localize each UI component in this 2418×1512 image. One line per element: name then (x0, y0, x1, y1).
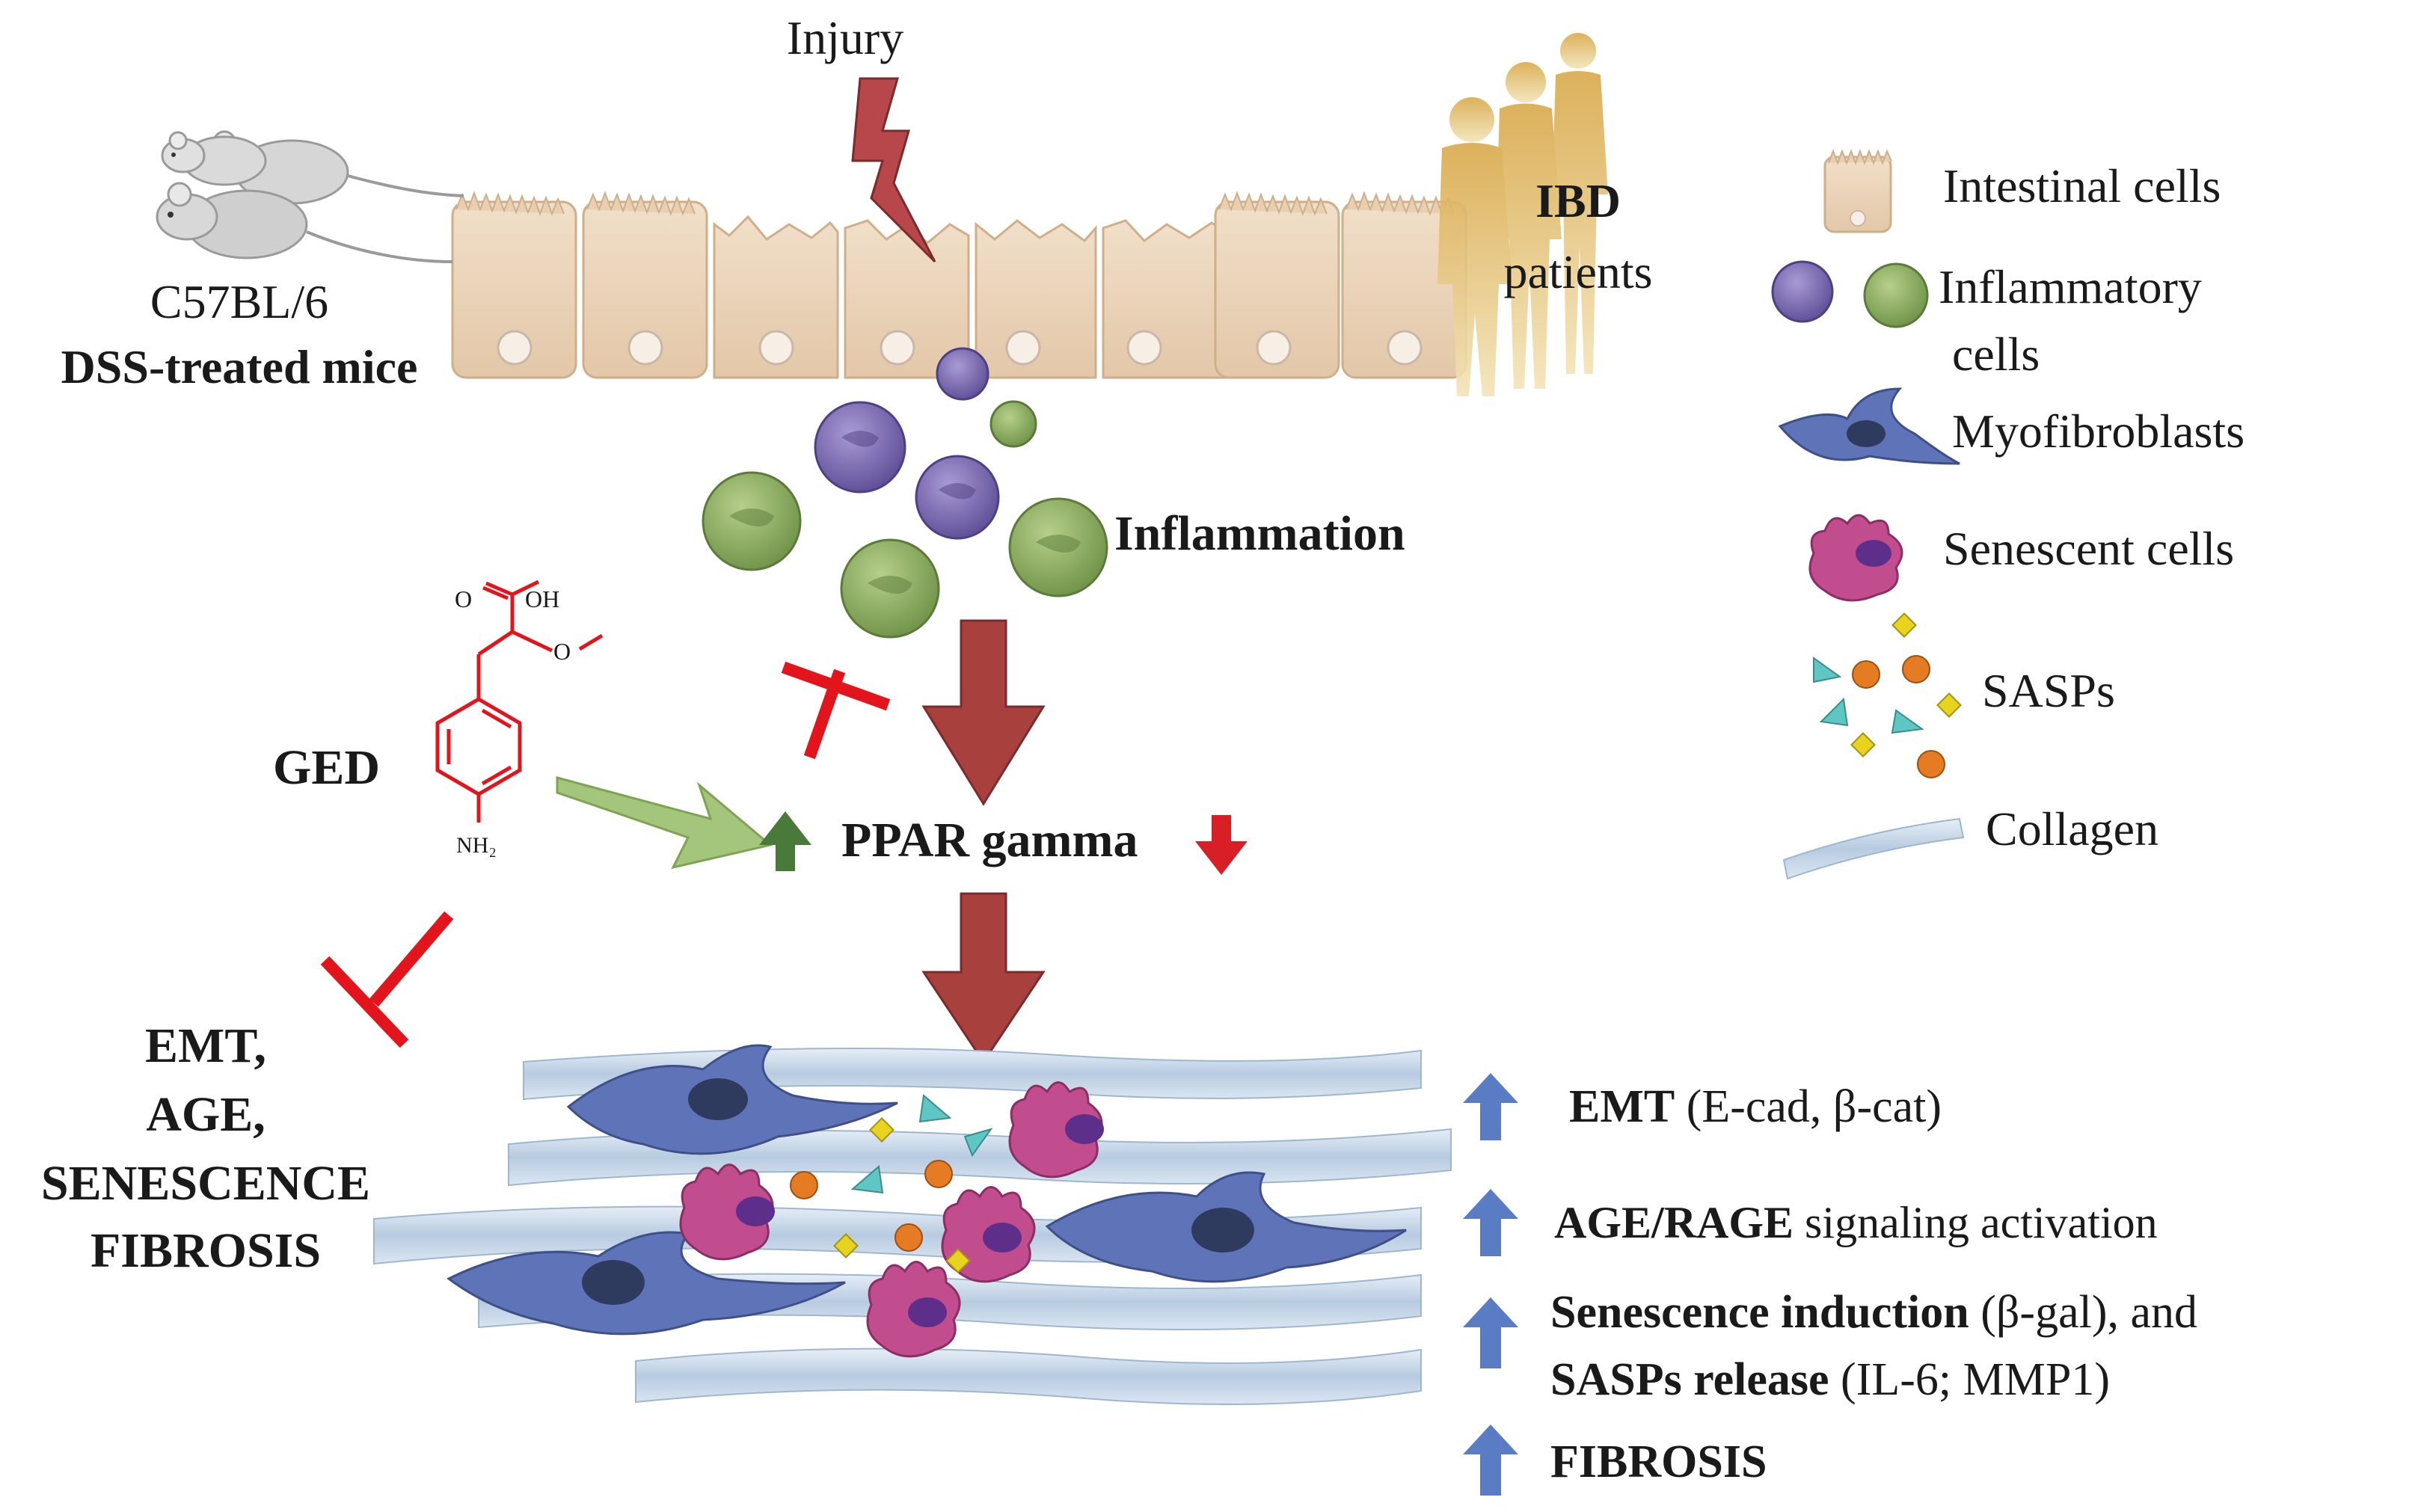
legend-collagen-label: Collagen (1986, 802, 2158, 855)
effect-sasps-text: SASPs release (IL-6; MMP1) (1550, 1354, 2110, 1405)
ged-activation-arrow (556, 776, 773, 870)
inflammation-to-ppar-arrow (921, 619, 1046, 806)
inflammatory-cell-purple (915, 455, 1000, 540)
ged-label: GED (273, 740, 380, 795)
effect-senescence-text: Senescence induction (β-gal), and (1550, 1287, 2197, 1338)
intestinal-cell (1341, 191, 1467, 379)
injury-lightning-icon (851, 77, 936, 263)
chem-amine: NH₂ (456, 833, 497, 858)
injury-label: Injury (787, 11, 903, 64)
person-silhouette (1496, 62, 1562, 389)
sasp-triangle (918, 1094, 952, 1123)
legend-inflammatory-cells-label: cells (1952, 328, 2040, 381)
mice-strain-label: C57BL/6 (150, 275, 328, 328)
effect-age-text: AGE/RAGE signaling activation (1554, 1198, 2158, 1247)
mice-icon (156, 130, 464, 263)
legend-inflammatory-label: Inflammatory (1939, 260, 2202, 313)
patients-label: patients (1503, 245, 1652, 298)
inflammatory-cell-green (989, 400, 1037, 448)
legend-myofibroblasts-label: Myofibroblasts (1952, 405, 2244, 458)
legend-intestinal-cell-icon (1823, 149, 1892, 233)
mouse-icon (161, 131, 267, 186)
effect-up-arrow (1463, 1425, 1518, 1496)
intestinal-cell (582, 191, 708, 379)
sasp-triangle (850, 1165, 884, 1194)
ppar-gamma-label: PPAR gamma (841, 813, 1138, 867)
intestinal-cell-damaged (713, 215, 839, 379)
intestinal-epithelium (451, 191, 1467, 379)
effect-up-arrow (1463, 1189, 1518, 1256)
outcome-emt-label: EMT, (145, 1018, 266, 1073)
senescent-cell (1008, 1081, 1104, 1178)
inflammatory-cells-cluster (702, 347, 1108, 639)
mouse-icon (156, 182, 453, 263)
inflammation-label: Inflammation (1114, 506, 1405, 561)
intestinal-cell-damaged (1102, 219, 1228, 379)
ibd-label: IBD (1535, 174, 1621, 227)
effect-up-arrow (1463, 1297, 1518, 1368)
person-silhouette (1437, 97, 1512, 396)
outcome-age-label: AGE, (146, 1087, 266, 1142)
inflammatory-cell-purple (814, 401, 906, 494)
ppar-to-fibrosis-arrow (921, 892, 1046, 1064)
effect-fibrosis-text: FIBROSIS (1550, 1436, 1767, 1487)
intestinal-cell (1214, 191, 1340, 379)
ibd-patients-icon (1437, 33, 1608, 396)
myofibroblast-cell (1045, 1171, 1407, 1283)
legend (1771, 149, 1965, 880)
effect-up-arrows (1463, 1073, 1518, 1496)
legend-myofibroblast-icon (1778, 387, 1960, 465)
sasp-diamond (833, 1233, 859, 1259)
sasp-particles (790, 1094, 993, 1273)
myofibroblast-cell (566, 1044, 898, 1155)
inflammatory-cell-green (702, 471, 802, 571)
legend-inflammatory-cells-icon (1771, 260, 1929, 328)
effect-emt-text: EMT (E-cad, β-cat) (1569, 1081, 1942, 1132)
inflammatory-cell-green (1008, 497, 1108, 597)
sasp-circle (895, 1223, 923, 1252)
chem-carbonyl-o: O (455, 586, 472, 612)
ppar-down-arrow (1195, 815, 1248, 875)
chem-ether-o: O (553, 638, 571, 665)
legend-intestinal-label: Intestinal cells (1943, 159, 2221, 212)
ged-inhibits-fibrosis-icon (320, 911, 454, 1048)
sasp-circle (924, 1160, 953, 1188)
intestinal-cell-damaged (844, 219, 970, 379)
effect-up-arrow (1463, 1073, 1518, 1140)
sasp-diamond (945, 1248, 971, 1273)
chem-hydroxyl: OH (525, 586, 559, 612)
ppar-up-arrow (759, 811, 811, 871)
intestinal-cell (451, 191, 577, 379)
sasp-circle (790, 1171, 818, 1199)
myofibroblast-cell (447, 1231, 846, 1336)
person-silhouette (1552, 33, 1608, 374)
mice-model-label: DSS-treated mice (61, 340, 418, 393)
senescent-cell (679, 1164, 775, 1261)
legend-senescent-cell-icon (1808, 514, 1903, 602)
legend-sasps-icon (1813, 612, 1962, 778)
sasp-diamond (869, 1117, 895, 1143)
ged-inhibits-inflammation-icon (781, 661, 891, 760)
legend-sasps-label: SASPs (1982, 664, 2115, 717)
collagen-fiber (635, 1347, 1422, 1405)
senescent-cell (866, 1261, 961, 1358)
legend-senescent-label: Senescent cells (1943, 522, 2234, 575)
outcome-fibrosis-label: FIBROSIS (90, 1223, 321, 1278)
fibrotic-tissue (373, 1044, 1452, 1405)
inflammatory-cell-purple (936, 347, 989, 401)
ged-chemical-structure-icon (435, 580, 604, 823)
legend-collagen-icon (1782, 817, 1965, 880)
outcome-senescence-label: SENESCENCE (41, 1156, 370, 1211)
intestinal-cell-damaged (975, 219, 1097, 379)
sasp-triangle (963, 1128, 993, 1158)
inflammatory-cell-green (840, 538, 940, 639)
